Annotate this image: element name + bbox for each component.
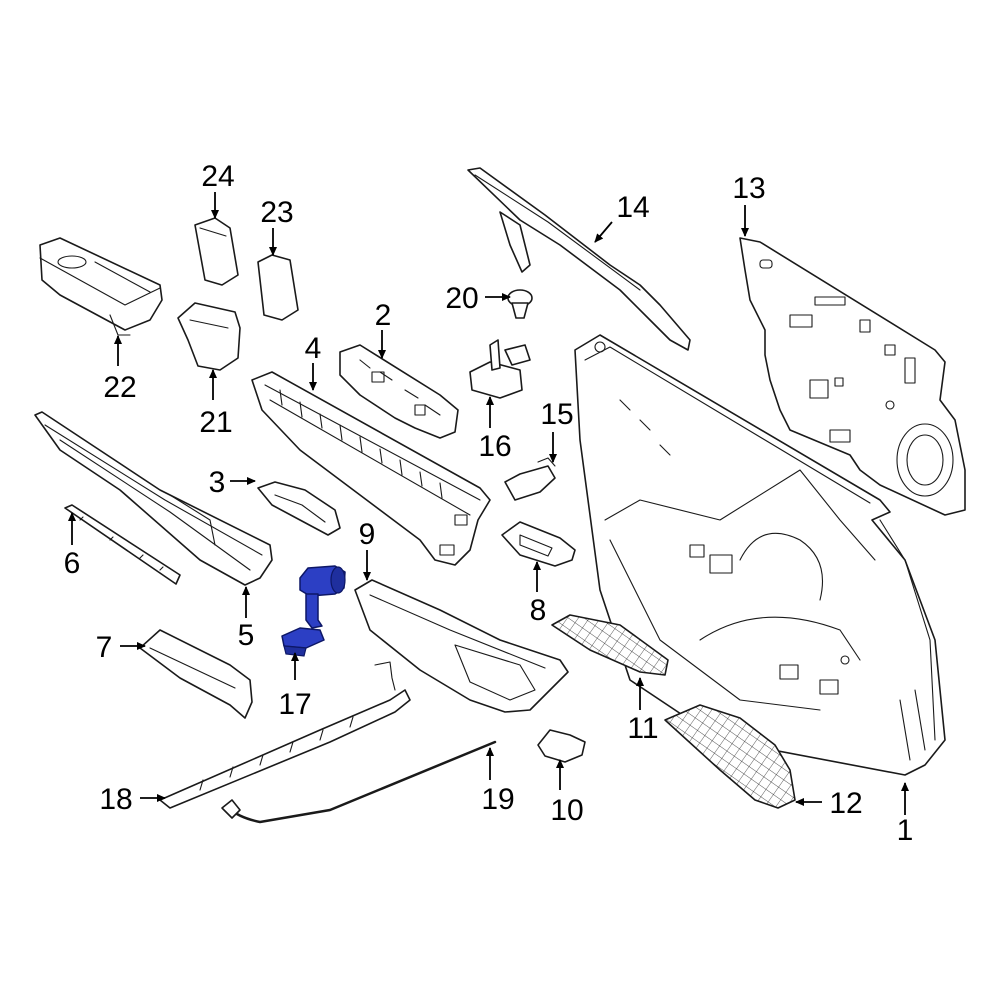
- callout-9: 9: [359, 518, 376, 551]
- part-15-switch: [504, 457, 556, 501]
- callout-8: 8: [530, 594, 547, 627]
- part-4-carrier-frame: [251, 371, 491, 566]
- part-24-small-cover: [194, 217, 239, 286]
- callout-17: 17: [278, 688, 311, 721]
- callout-labels: 1 2 3 4 5 6 7 8 9 10 11 12 13 14 15 16 1…: [64, 160, 914, 847]
- part-20-push-clip: [507, 289, 533, 319]
- callout-21: 21: [199, 406, 232, 439]
- callout-20: 20: [445, 282, 478, 315]
- callout-19: 19: [481, 783, 514, 816]
- leader-lines: [68, 192, 909, 815]
- callout-2: 2: [375, 299, 392, 332]
- callout-18: 18: [99, 783, 132, 816]
- callout-6: 6: [64, 547, 81, 580]
- callout-7: 7: [96, 631, 113, 664]
- callout-1: 1: [897, 814, 914, 847]
- part-21-cup-insert: [177, 302, 241, 371]
- callout-16: 16: [478, 430, 511, 463]
- part-14-beltline-strip: [467, 167, 691, 351]
- callout-12: 12: [829, 787, 862, 820]
- part-22-storage-tray: [39, 237, 163, 336]
- part-10-clip-housing: [537, 729, 586, 763]
- callout-3: 3: [209, 466, 226, 499]
- callout-10: 10: [550, 794, 583, 827]
- part-13-insulator: [739, 237, 966, 516]
- part-8-switch-bezel: [501, 521, 576, 567]
- part-23-small-cover: [257, 254, 299, 321]
- part-16-module: [469, 339, 531, 399]
- callout-11: 11: [627, 712, 658, 745]
- callout-24: 24: [201, 160, 234, 193]
- part-9-armrest: [354, 579, 569, 713]
- callout-5: 5: [238, 619, 255, 652]
- callout-23: 23: [260, 196, 293, 229]
- part-17-bracket-highlighted: [281, 565, 346, 657]
- callout-15: 15: [540, 398, 573, 431]
- callout-13: 13: [732, 172, 765, 205]
- callout-22: 22: [103, 371, 136, 404]
- callout-14: 14: [616, 191, 649, 224]
- part-5-armrest-trim: [34, 411, 273, 586]
- callout-4: 4: [305, 332, 322, 365]
- part-6-trim-strip: [64, 504, 181, 585]
- part-12-speaker-grille: [664, 704, 796, 809]
- part-3-handle-bezel: [257, 481, 341, 536]
- part-2-bracket: [339, 344, 459, 439]
- part-19-light-guide: [221, 740, 497, 824]
- part-7-door-pocket: [139, 629, 253, 719]
- part-11-speaker-grille: [551, 614, 669, 676]
- part-18-light-strip: [159, 661, 411, 809]
